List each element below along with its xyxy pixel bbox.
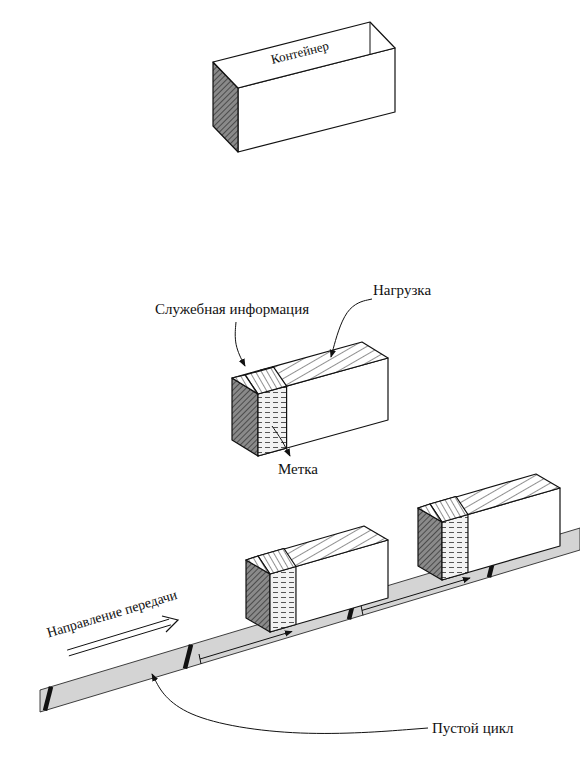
- header-gable: [246, 556, 270, 574]
- cycle-tick: [199, 654, 201, 664]
- containers: [213, 22, 560, 632]
- header-gable: [232, 375, 258, 394]
- label: Нагрузка: [373, 282, 431, 299]
- direction-arrowhead: [162, 616, 178, 632]
- cycle-mark: [185, 645, 191, 669]
- label: Метка: [278, 461, 318, 478]
- label: Контейнер: [270, 39, 331, 67]
- leader-line: [152, 674, 428, 733]
- header-gable: [418, 504, 442, 522]
- leader-line: [235, 322, 245, 366]
- container: [246, 526, 388, 632]
- cycle-arrow: [200, 631, 292, 659]
- label: Направление передачи: [45, 587, 179, 641]
- container: [213, 22, 395, 152]
- tag-strip: [270, 567, 296, 632]
- tag-strip: [442, 515, 468, 580]
- container: [232, 342, 388, 456]
- tag-strip: [258, 386, 287, 456]
- label: Служебная информация: [155, 301, 309, 318]
- leader-line: [331, 299, 372, 357]
- cycle-mark: [45, 687, 51, 711]
- container: [418, 474, 560, 580]
- leader-line: [272, 426, 290, 456]
- leader-lines: [67, 299, 428, 733]
- cycle-tick: [361, 605, 363, 615]
- container-opening: [213, 22, 395, 88]
- label: Пустой цикл: [432, 720, 513, 737]
